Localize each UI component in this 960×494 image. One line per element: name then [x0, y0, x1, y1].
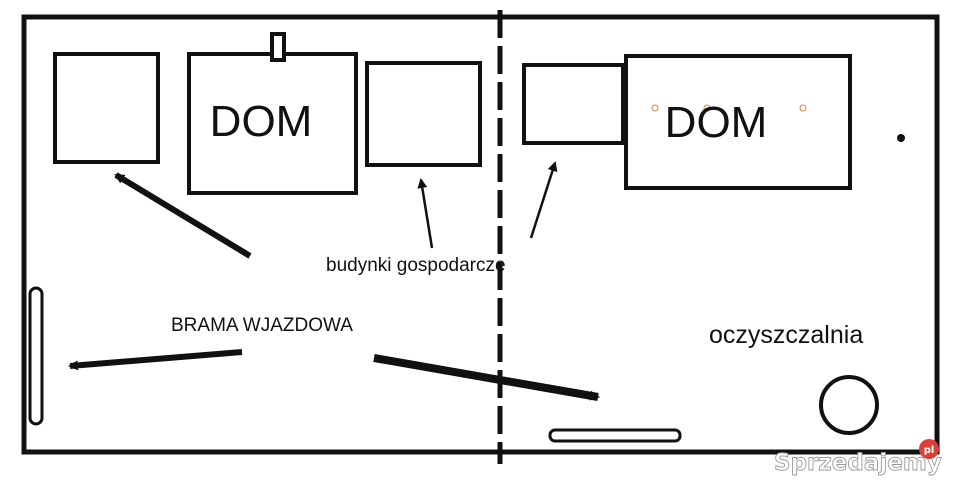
watermark-text: Sprzedajemy [774, 450, 942, 476]
outbuildings-label: budynki gospodarcze [326, 255, 506, 276]
gate-left [28, 286, 44, 426]
arrow-to-gate-left [68, 349, 243, 371]
house-right [624, 54, 852, 190]
outbuilding-right [522, 63, 625, 145]
house-left-chimney [270, 32, 286, 62]
watermark: Sprzedajemy pl [774, 439, 942, 476]
house-right-marker-1 [651, 104, 659, 112]
arrow-to-outbuilding-right [529, 161, 558, 239]
house-right-label: DOM [665, 98, 768, 147]
arrow-to-outbuilding-left-1 [114, 172, 252, 259]
arrow-to-outbuilding-left-2 [417, 178, 434, 249]
septic-label: oczyszczalnia [709, 321, 863, 349]
house-left [187, 52, 358, 195]
point-marker [897, 134, 905, 142]
watermark-badge [919, 439, 939, 459]
outbuilding-left-2 [365, 61, 482, 167]
house-left-label: DOM [210, 97, 313, 146]
outbuilding-left-1 [53, 52, 160, 164]
septic-tank [819, 375, 879, 435]
gate-bottom [548, 428, 682, 443]
plot-boundary [21, 14, 940, 455]
watermark-suffix: pl [924, 445, 935, 456]
gate-label: BRAMA WJAZDOWA [171, 315, 353, 336]
house-right-marker-2 [703, 104, 711, 112]
house-right-marker-3 [799, 104, 807, 112]
arrow-to-gate-bottom [373, 354, 600, 401]
